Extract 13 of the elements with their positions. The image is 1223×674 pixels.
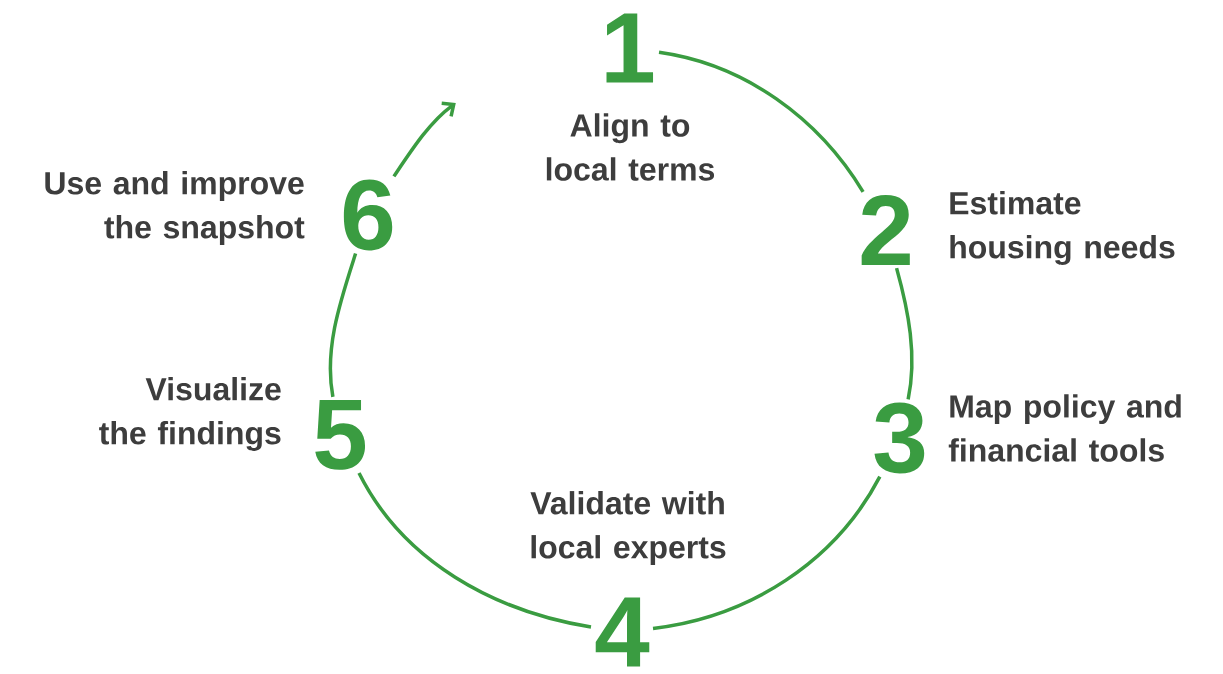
- step-number: 3: [874, 402, 925, 474]
- step-label: Use and improve the snapshot: [45, 171, 305, 245]
- step-number: 6: [343, 179, 393, 251]
- step-label: Visualize the findings: [99, 377, 281, 451]
- arc-arrow: [392, 101, 456, 178]
- step-number: 2: [861, 195, 910, 265]
- step-number: 1: [606, 13, 654, 83]
- step-number: 5: [315, 400, 366, 470]
- step-label: Validate with local experts: [530, 491, 726, 565]
- step-label: Align to local terms: [546, 113, 715, 181]
- step-label: Estimate housing needs: [950, 191, 1175, 265]
- step-label: Map policy and financial tools: [948, 394, 1181, 462]
- step-number: 4: [595, 597, 650, 667]
